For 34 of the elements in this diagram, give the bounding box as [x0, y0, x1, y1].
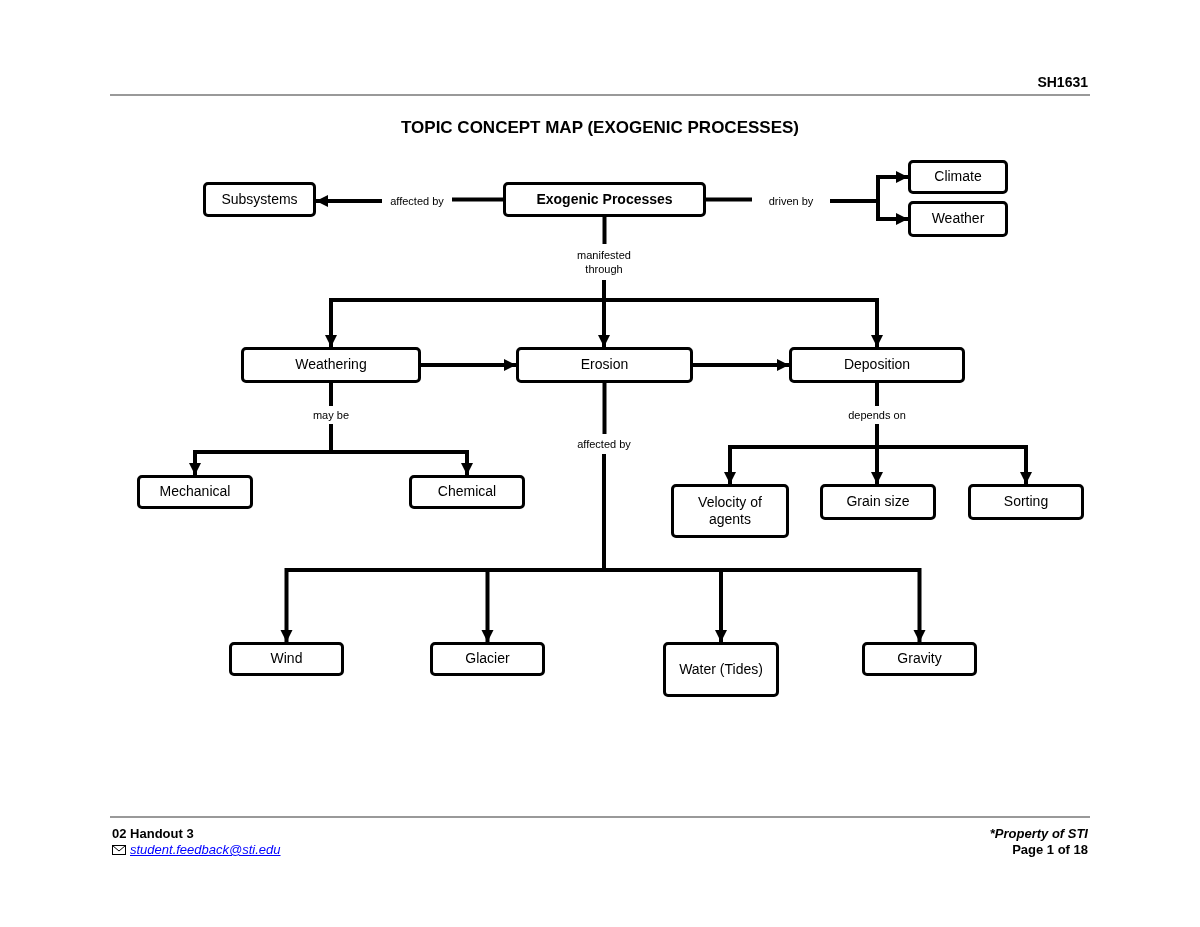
concept-box: Sorting [968, 484, 1084, 520]
concept-box: Water (Tides) [663, 642, 779, 697]
concept-box: Weathering [241, 347, 421, 383]
concept-box: Deposition [789, 347, 965, 383]
concept-box: Exogenic Processes [503, 182, 706, 217]
page-number: Page 1 of 18 [1012, 842, 1088, 857]
arrow [316, 195, 382, 207]
concept-box: Climate [908, 160, 1008, 194]
concept-box: Velocity of agents [671, 484, 789, 538]
title: TOPIC CONCEPT MAP (EXOGENIC PROCESSES) [400, 118, 800, 138]
arrow [421, 359, 516, 371]
concept-box: Glacier [430, 642, 545, 676]
concept-box: Wind [229, 642, 344, 676]
document-code: SH1631 [1037, 74, 1088, 90]
concept-box: Chemical [409, 475, 525, 509]
connector-line [329, 383, 333, 406]
connector-line [706, 197, 752, 202]
concept-box: Subsystems [203, 182, 316, 217]
email-link: student.feedback@sti.edu [130, 842, 281, 857]
arrow [830, 199, 908, 225]
concept-box: Grain size [820, 484, 936, 520]
connector-line [602, 217, 607, 244]
arrow [693, 359, 789, 371]
concept-box: Weather [908, 201, 1008, 237]
arrow [329, 424, 473, 475]
arrow [602, 454, 926, 642]
concept-box: Erosion [516, 347, 693, 383]
handout-number: 02 Handout 3 [112, 826, 194, 841]
concept-box: Mechanical [137, 475, 253, 509]
concept-box: Gravity [862, 642, 977, 676]
connector-line [452, 197, 503, 202]
connector-line [875, 383, 879, 406]
connector-line [602, 383, 607, 434]
property-note: *Property of STI [989, 826, 1088, 841]
